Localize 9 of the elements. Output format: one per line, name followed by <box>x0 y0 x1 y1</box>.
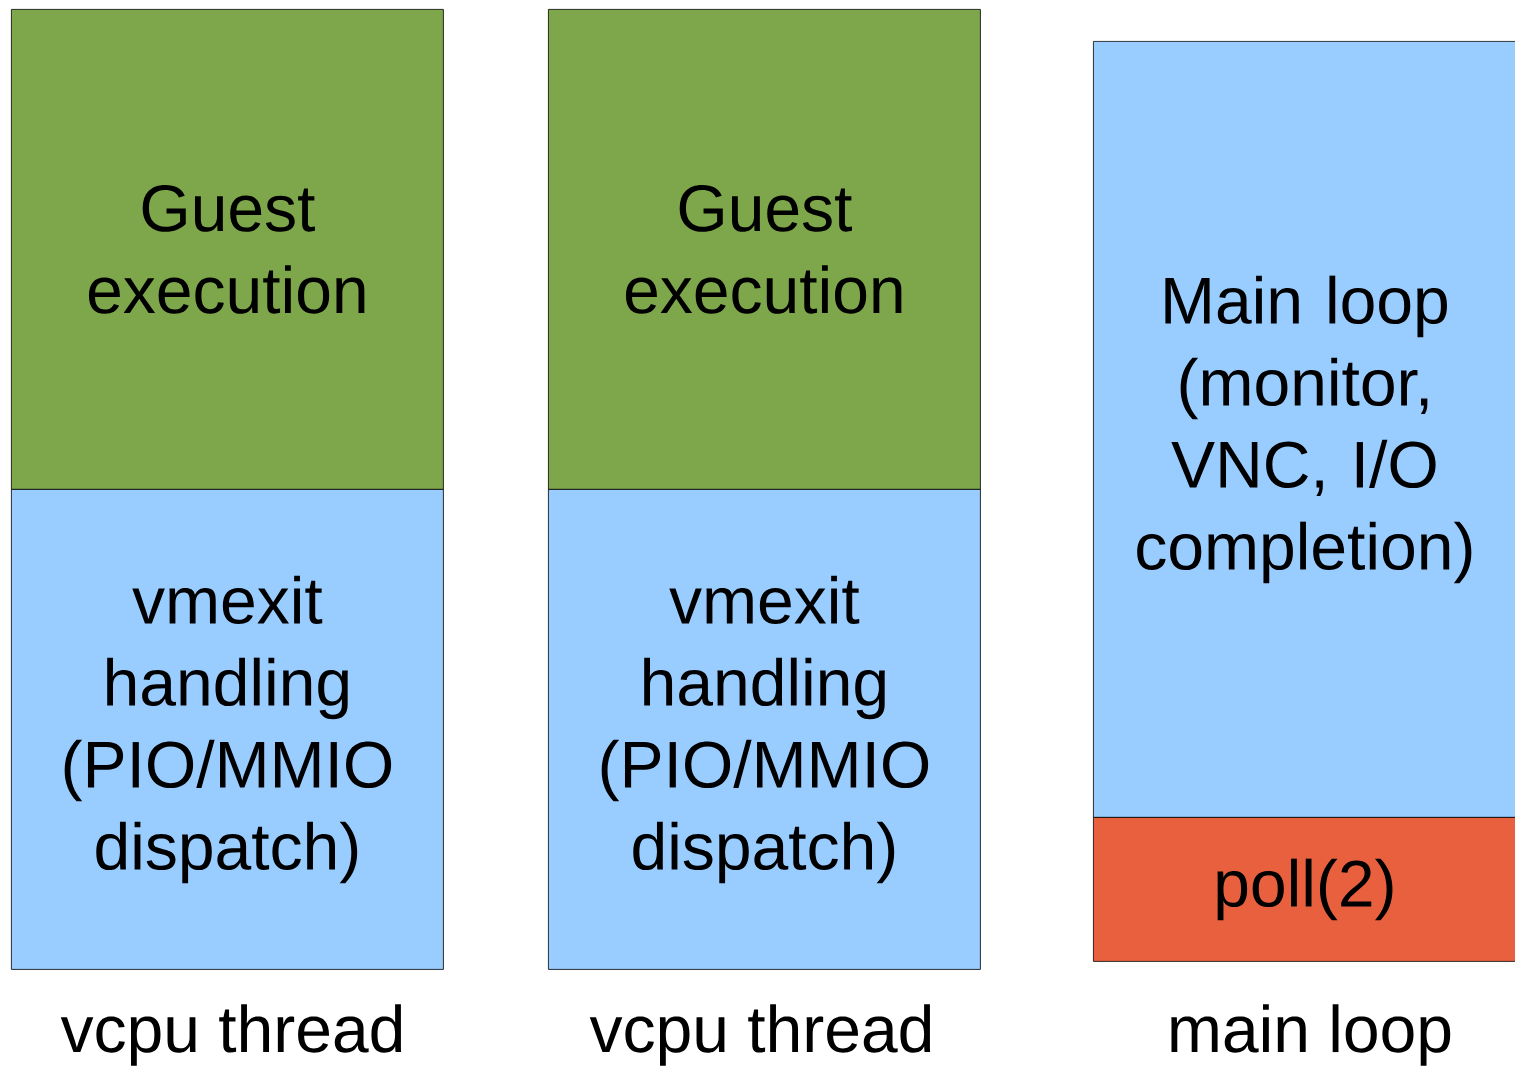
guest-execution-box: Guest execution <box>11 9 444 490</box>
thread-label: vcpu thread <box>589 1004 931 1066</box>
thread-label: vcpu thread <box>60 1004 402 1066</box>
main-loop-box: Main loop (monitor, VNC, I/O completion) <box>1093 41 1515 818</box>
thread-label: main loop <box>1171 1004 1451 1066</box>
vmexit-handling-box: vmexit handling (PIO/MMIO dispatch) <box>11 489 444 970</box>
guest-execution-box: Guest execution <box>548 9 981 490</box>
poll-box: poll(2) <box>1093 817 1515 962</box>
vmexit-handling-box: vmexit handling (PIO/MMIO dispatch) <box>548 489 981 970</box>
